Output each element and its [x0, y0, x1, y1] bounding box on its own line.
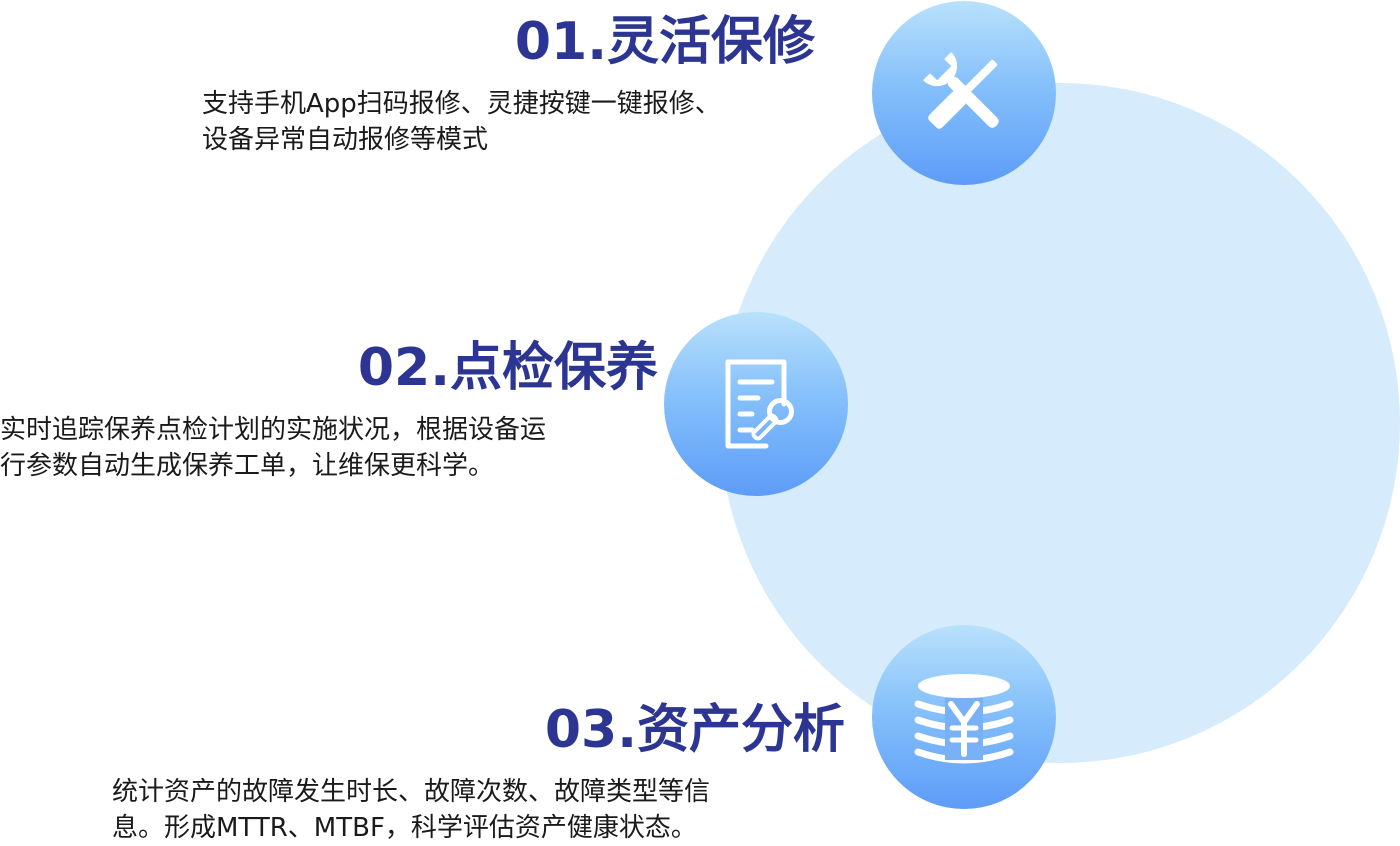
feature-1-title: 01.灵活保修: [514, 12, 815, 72]
feature-3-badge: [872, 625, 1056, 809]
feature-1-badge: [872, 1, 1056, 185]
feature-3-line-1: 统计资产的故障发生时长、故障次数、故障类型等信: [112, 777, 711, 807]
feature-2-line-1: 实时追踪保养点检计划的实施状况，根据设备运: [0, 415, 547, 445]
inspection-document-icon: [725, 359, 794, 449]
feature-3-title: 03.资产分析: [544, 700, 845, 760]
feature-2-description: 实时追踪保养点检计划的实施状况，根据设备运 行参数自动生成保养工单，让维保更科学…: [0, 412, 546, 484]
yen-coin-stack-icon: [914, 674, 1014, 764]
feature-2-line-2: 行参数自动生成保养工单，让维保更科学。: [0, 451, 495, 481]
feature-1-description: 支持手机App扫码报修、灵捷按键一键报修、 设备异常自动报修等模式: [202, 86, 721, 158]
feature-3-description: 统计资产的故障发生时长、故障次数、故障类型等信 息。形成MTTR、MTBF，科学…: [112, 774, 710, 846]
feature-1-line-2: 设备异常自动报修等模式: [202, 125, 489, 155]
feature-3-line-2: 息。形成MTTR、MTBF，科学评估资产健康状态。: [112, 813, 697, 843]
feature-2-title: 02.点检保养: [357, 338, 658, 398]
wrench-screwdriver-icon: [922, 51, 999, 129]
feature-1-line-1: 支持手机App扫码报修、灵捷按键一键报修、: [202, 89, 721, 119]
feature-2-badge: [664, 312, 848, 496]
